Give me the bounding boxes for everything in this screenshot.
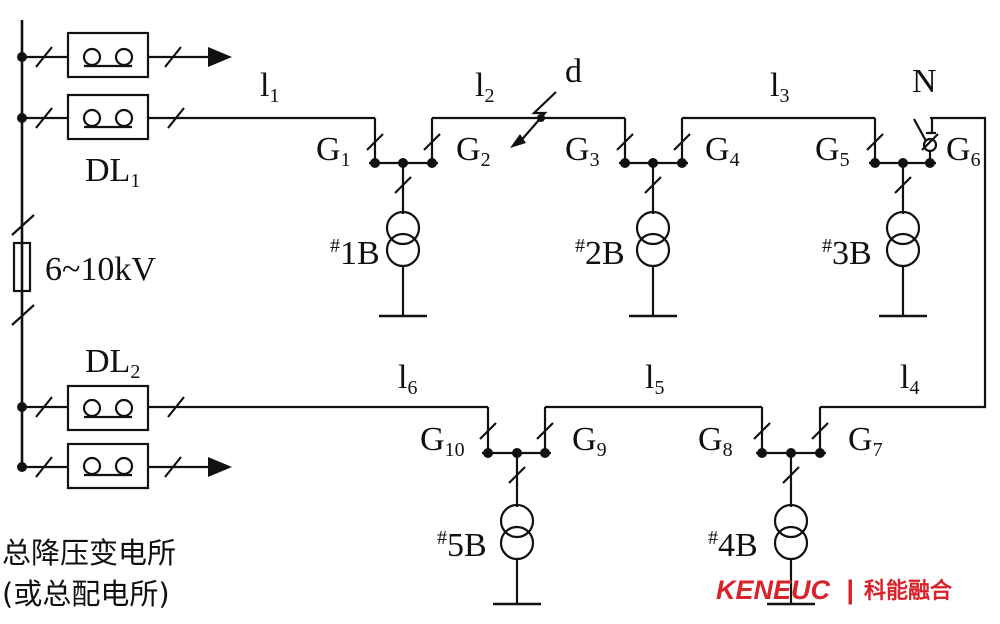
g5-label: G5 [815, 131, 850, 171]
substation-bus [11, 20, 35, 470]
g8-label: G8 [698, 421, 733, 461]
node4-right-junction [815, 448, 825, 458]
node4-right-tick [811, 422, 829, 440]
t1-label: #1B [330, 235, 380, 272]
open-point-label: N [912, 63, 937, 100]
node5-right-tick [536, 422, 554, 440]
node4-left-junction [757, 448, 767, 458]
ring-nodes [366, 118, 939, 606]
ring-lines [432, 116, 987, 409]
g9-label: G9 [572, 421, 607, 461]
watermark-logo: KENEUC | 科能融合 [716, 575, 953, 605]
node4-left-tick [753, 422, 771, 440]
node2-right-tick [673, 133, 691, 151]
dl2-label: DL2 [85, 343, 140, 383]
open-switch-contact [922, 137, 938, 153]
node3-left-tick [866, 133, 884, 151]
node1-right-tick [423, 133, 441, 151]
feeder-bottom-2 [17, 442, 232, 490]
t4-label: #4B [708, 527, 758, 564]
watermark-cjk: 科能融合 [864, 578, 953, 604]
g1-label: G1 [316, 131, 351, 171]
fault-marker [510, 91, 557, 148]
watermark-latin: KENEUC [716, 575, 831, 605]
feeder-dl2 [17, 384, 488, 432]
open-switch-blade [913, 118, 927, 142]
dl1-label: DL1 [85, 152, 140, 192]
node1-left-tick [366, 133, 384, 151]
line-l3-label: l3 [770, 67, 789, 107]
node3-feed-tick [894, 176, 912, 194]
transformer-2-winding-1 [635, 210, 671, 246]
node1-right-junction [427, 158, 437, 168]
node3-left-junction [870, 158, 880, 168]
line-l1-label: l1 [260, 67, 279, 107]
transformer-1-winding-1 [385, 210, 421, 246]
transformer-5-winding-1 [499, 503, 535, 539]
transformer-3-winding-2 [885, 232, 921, 268]
node3-right-tick [921, 133, 939, 151]
node2-feed-tick [644, 176, 662, 194]
transformer-5-winding-2 [499, 525, 535, 561]
node3-right-junction [925, 158, 935, 168]
node5-left-junction [483, 448, 493, 458]
node2-right-junction [677, 158, 687, 168]
caption-line-1: 总降压变电所 [2, 536, 176, 570]
node1-feed-tick [394, 176, 412, 194]
node4-feed-tick [782, 466, 800, 484]
node5-left-tick [479, 422, 497, 440]
transformer-4-winding-2 [773, 525, 809, 561]
g2-label: G2 [456, 131, 491, 171]
transformer-2-winding-2 [635, 232, 671, 268]
caption-line-2: (或总配电所) [2, 577, 170, 611]
node5-feed-tick [508, 466, 526, 484]
node2-left-tick [616, 133, 634, 151]
t2-label: #2B [575, 235, 625, 272]
line-l2-label: l2 [475, 67, 494, 107]
g3-label: G3 [565, 131, 600, 171]
t5-label: #5B [437, 527, 487, 564]
transformer-4-winding-1 [773, 503, 809, 539]
line-l5-label: l5 [645, 359, 664, 399]
transformer-1-winding-2 [385, 232, 421, 268]
node1-left-junction [370, 158, 380, 168]
voltage-label: 6~10kV [45, 251, 156, 288]
g10-label: G10 [420, 421, 465, 461]
line-l6-label: l6 [398, 359, 417, 399]
transformer-3-winding-1 [885, 210, 921, 246]
g4-label: G4 [705, 131, 740, 171]
g6-label: G6 [946, 131, 981, 171]
fault-label: d [565, 53, 582, 90]
node2-left-junction [620, 158, 630, 168]
feeder-top-1 [17, 31, 232, 79]
t3-label: #3B [822, 235, 872, 272]
line-l4-label: l4 [900, 359, 919, 399]
node5-right-junction [540, 448, 550, 458]
diagram-labels: DL1 DL2 6~10kV l1 l2 l3 l4 l5 l6 d N G1 … [2, 53, 981, 611]
g7-label: G7 [848, 421, 883, 461]
feeder-dl1 [17, 93, 375, 141]
watermark-separator: | [846, 575, 854, 605]
